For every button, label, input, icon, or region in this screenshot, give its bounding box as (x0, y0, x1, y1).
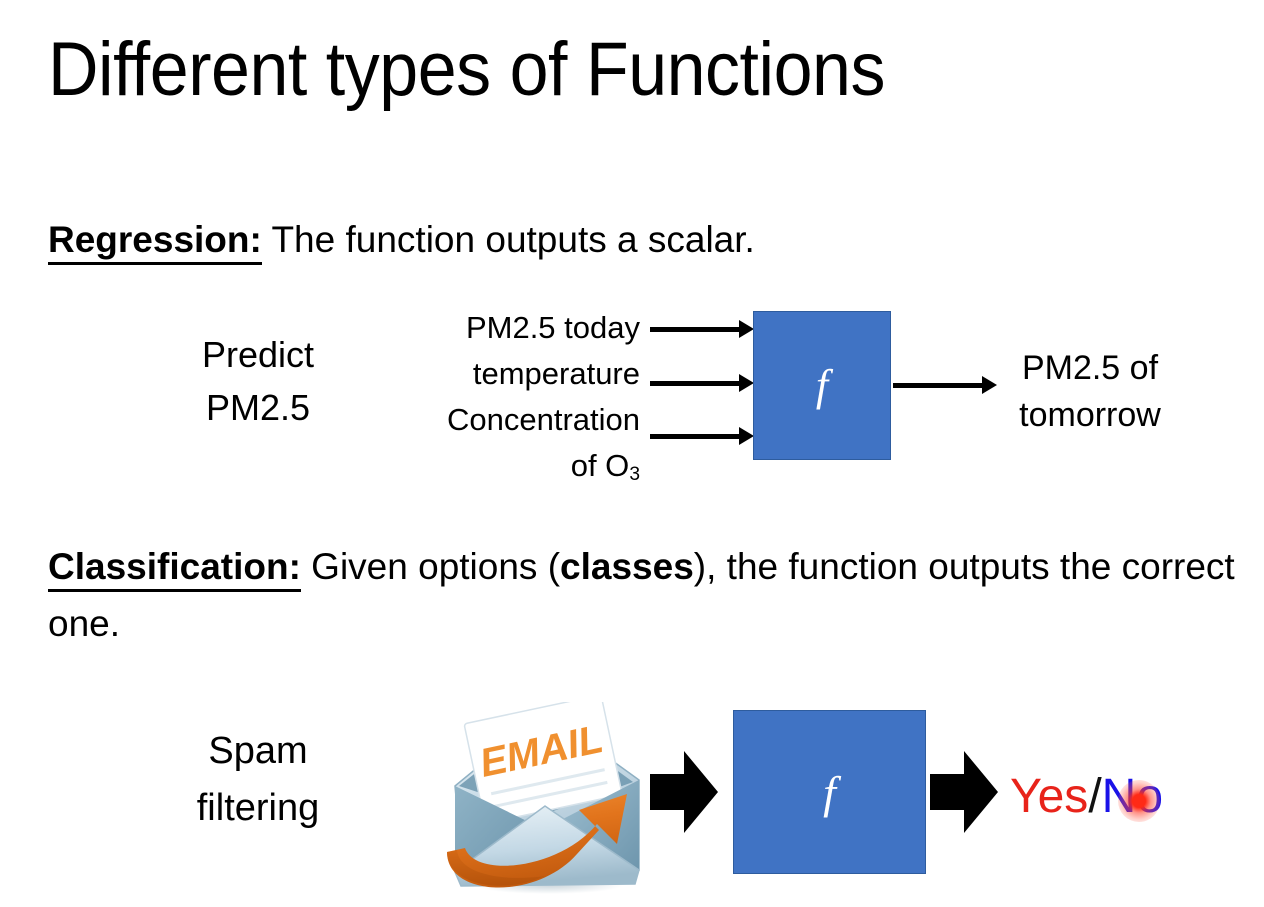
email-swoosh-shading (447, 850, 545, 886)
regression-keyword: Regression: (48, 219, 262, 265)
input-arrow-2-icon (650, 374, 754, 392)
regression-input-3-prefix: of O (570, 448, 630, 483)
classification-body-part1: Given options ( (300, 546, 561, 587)
regression-input-3: Concentration (446, 402, 640, 437)
regression-input-3-continuation: of O3 (352, 443, 640, 498)
classification-heading: Classification: Given options (classes),… (48, 538, 1238, 652)
classification-example-label-line2: filtering (196, 787, 320, 829)
regression-heading: Regression: The function outputs a scala… (48, 214, 755, 266)
classification-body-bold: classes (560, 546, 694, 587)
classification-body-part2: ), the function outputs the correct one. (48, 546, 1235, 644)
laser-pointer-dot (1118, 780, 1160, 822)
input-arrow-3-icon (650, 427, 754, 445)
regression-example-label-line2: PM2.5 (205, 387, 311, 428)
classification-example-label-line1: Spam (208, 730, 308, 772)
envelope-left-flap (455, 786, 533, 872)
regression-input-1: PM2.5 today (465, 310, 640, 345)
regression-inputs: PM2.5 today temperature Concentration of… (352, 305, 640, 498)
email-letter: EMAIL (463, 702, 623, 824)
page-title: Different types of Functions (48, 27, 885, 112)
classification-keyword: Classification: (48, 546, 301, 592)
regression-output-label: PM2.5 of tomorrow (995, 345, 1185, 439)
block-arrow-2-icon (930, 751, 998, 833)
regression-body: The function outputs a scalar. (261, 219, 755, 260)
regression-example-label: Predict PM2.5 (160, 328, 356, 434)
classification-function-box: f (733, 710, 926, 874)
classification-output-separator: / (1088, 770, 1102, 823)
output-arrow-icon (893, 376, 997, 394)
regression-example-label-line1: Predict (201, 334, 315, 375)
block-arrow-1-icon (650, 751, 718, 833)
regression-input-2: temperature (472, 356, 640, 391)
input-arrow-1-icon (650, 320, 754, 338)
email-icon: EMAIL (447, 702, 640, 894)
regression-input-3-subscript: 3 (629, 464, 640, 486)
regression-output-line1: PM2.5 of (1021, 349, 1159, 387)
classification-output-yes: Yes (1010, 770, 1089, 823)
regression-function-box: f (753, 311, 891, 460)
classification-example-label: Spam filtering (160, 723, 356, 837)
regression-output-line2: tomorrow (1019, 396, 1161, 434)
